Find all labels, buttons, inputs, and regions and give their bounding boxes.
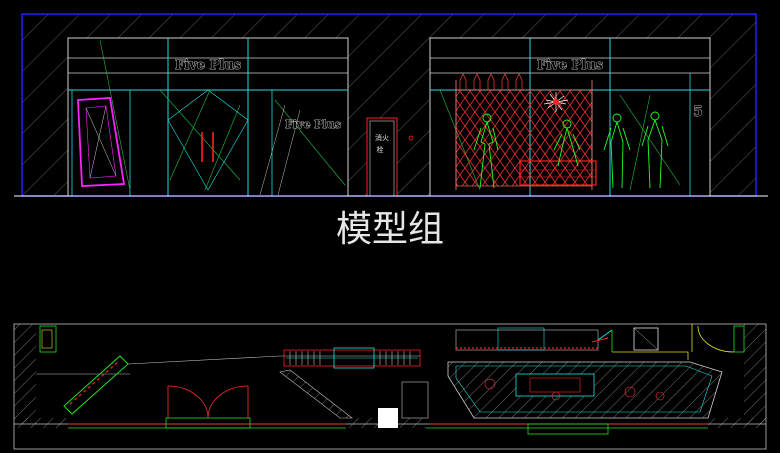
mannequin-4 xyxy=(641,111,669,189)
store-number: 5 xyxy=(693,104,703,120)
left-storefront xyxy=(67,37,349,197)
right-rack xyxy=(455,327,613,351)
brand-sign-right: Five Plus xyxy=(537,58,603,73)
display-bench xyxy=(519,160,597,186)
fire-door-label-2: 栓 xyxy=(377,145,384,154)
fire-hydrant-door: 消火 栓 xyxy=(366,117,414,197)
fire-door-label-1: 消火 xyxy=(375,133,389,142)
floor-plan xyxy=(13,323,767,450)
mannequin-1 xyxy=(473,113,499,189)
column-marker xyxy=(378,408,398,428)
drawing-caption: 模型组 xyxy=(336,209,444,250)
lattice-screen xyxy=(456,90,592,186)
double-door xyxy=(165,385,251,429)
display-frame xyxy=(77,97,126,187)
mannequin-3 xyxy=(603,113,631,189)
mannequin-2 xyxy=(553,119,581,167)
right-storefront: 5 xyxy=(429,37,711,197)
brand-sign-left: Five Plus xyxy=(175,58,241,73)
display-platform xyxy=(447,361,723,419)
clothing-racks xyxy=(283,347,421,369)
angled-shelf xyxy=(63,355,129,415)
storefront-elevation: Five Plus Five Plus 消火 栓 xyxy=(14,13,768,197)
chandelier xyxy=(543,92,569,112)
door-sign: Five Plus xyxy=(285,118,341,131)
